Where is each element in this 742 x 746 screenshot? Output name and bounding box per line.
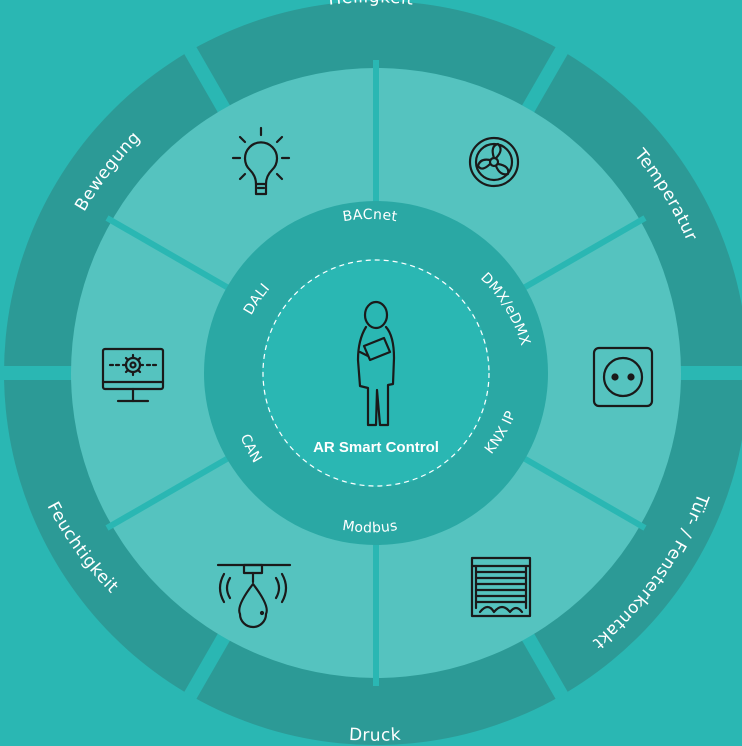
center-title: AR Smart Control — [313, 439, 439, 456]
core — [262, 259, 490, 487]
person-with-tablet-icon — [356, 300, 396, 427]
label-helligkeit: Helligkeit — [327, 0, 414, 10]
core-dashed-border — [262, 259, 490, 487]
monitor-settings-icon — [101, 347, 165, 403]
protocol-modbus: Modbus — [341, 518, 398, 537]
power-socket-icon — [592, 346, 654, 408]
window-blind-icon — [470, 556, 532, 618]
label-druck: Druck — [348, 725, 401, 746]
light-bulb-icon — [231, 126, 291, 196]
fan-icon — [468, 136, 520, 188]
moisture-sensor-icon — [216, 563, 292, 629]
protocol-bacnet: BACnet — [342, 207, 399, 225]
